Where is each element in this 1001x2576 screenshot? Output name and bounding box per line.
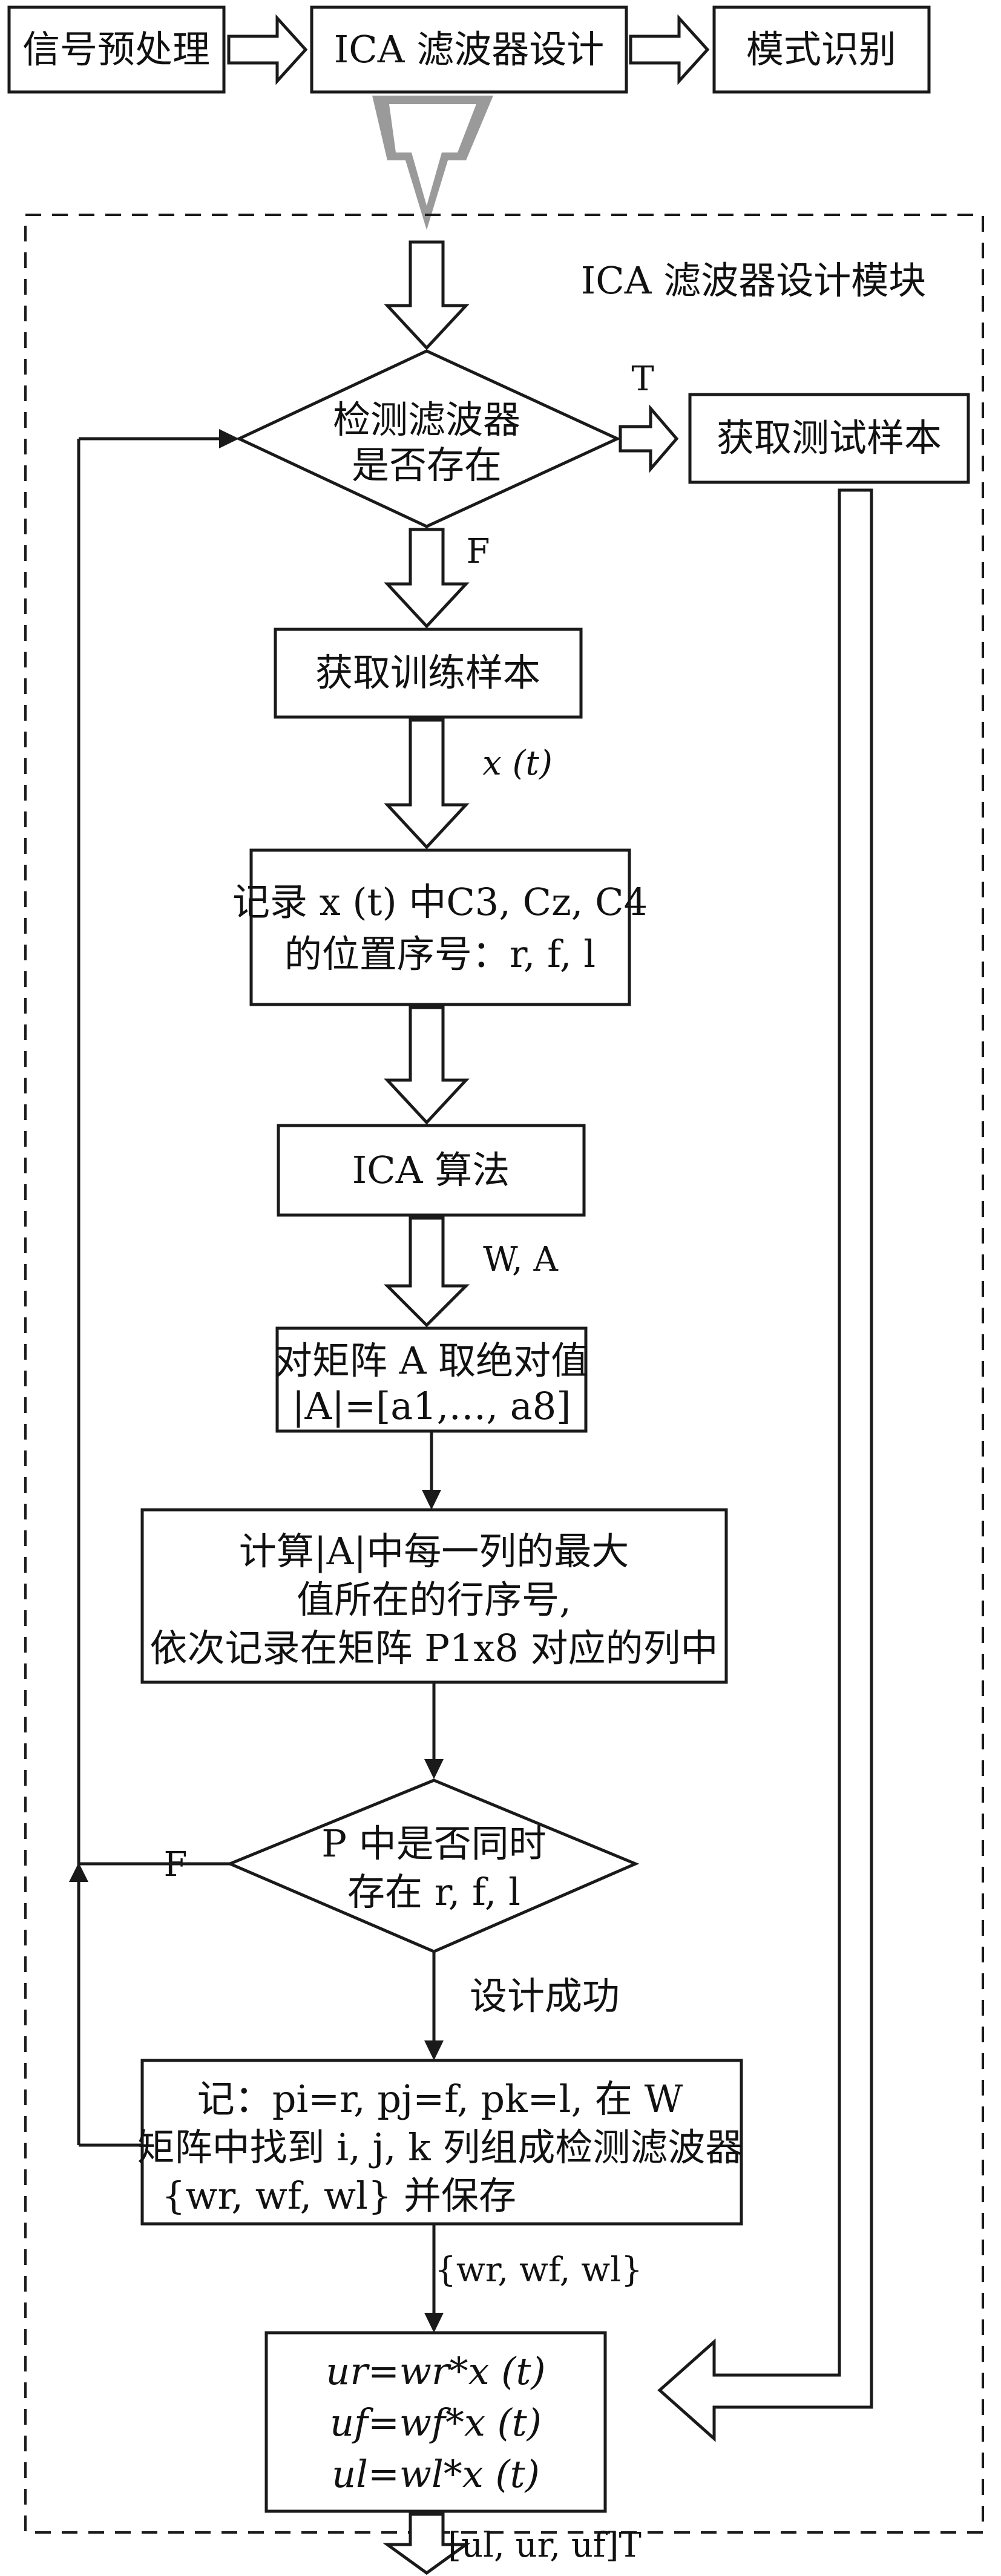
preprocess-box	[7, 5, 226, 94]
arrow-record-to-ica	[384, 1006, 470, 1125]
test-sample-label: 获取测试样本	[717, 416, 942, 460]
record-position-line2: 的位置序号：r, f, l	[284, 932, 596, 976]
filter-output-box	[264, 2331, 607, 2513]
train-sample-label: 获取训练样本	[315, 651, 540, 695]
ica-algorithm-box	[277, 1124, 586, 1217]
design-success-label: 设计成功	[470, 1974, 620, 2018]
branch-true-label: T	[631, 359, 654, 399]
arrow-preprocess-to-design	[227, 14, 308, 85]
arrow-detect-to-train	[384, 528, 470, 629]
filter-output-line1: ur=wr*x (t)	[326, 2349, 545, 2393]
arrow-final-output	[382, 2512, 471, 2575]
check-rfl-line2: 存在 r, f, l	[347, 1870, 520, 1914]
arrowhead-abs-to-compute	[422, 1490, 441, 1510]
compute-max-line1: 计算|A|中每一列的最大	[239, 1529, 629, 1573]
arrow-detect-to-test	[619, 404, 679, 473]
abs-matrix-line2: |A|=[a1,…, a8]	[292, 1384, 571, 1428]
final-output-label: [ul, ur, uf]T	[448, 2526, 642, 2565]
detect-filter-line2: 是否存在	[352, 443, 502, 487]
record-position-line1: 记录 x (t) 中C3, Cz, C4	[232, 880, 648, 924]
module-title: ICA 滤波器设计模块	[581, 258, 926, 303]
check-rfl-line1: P 中是否同时	[321, 1821, 546, 1866]
module-frame	[24, 214, 984, 2534]
arrow-design-to-recognition	[629, 14, 710, 85]
abs-matrix-line1: 对矩阵 A 取绝对值	[275, 1339, 588, 1383]
arrow-train-to-record	[384, 718, 470, 850]
compute-max-line3: 依次记录在矩阵 P1x8 对应的列中	[150, 1626, 718, 1670]
train-sample-box	[274, 628, 583, 719]
arrowhead-loop-to-detect	[219, 429, 239, 448]
ica-design-label: ICA 滤波器设计	[334, 27, 604, 71]
save-filter-line1: 记：pi=r, pj=f, pk=l, 在 W	[197, 2077, 683, 2121]
preprocess-label: 信号预处理	[22, 27, 210, 71]
filter-output-line2: uf=wf*x (t)	[330, 2401, 542, 2445]
expand-funnel-inner	[389, 104, 476, 206]
detect-filter-diamond	[235, 349, 621, 528]
arrow-into-detect	[384, 240, 470, 350]
save-filter-box	[140, 2059, 743, 2226]
ica-design-box	[310, 5, 628, 94]
arrowhead-compute-to-check	[424, 1759, 444, 1779]
pattern-recognition-box	[712, 5, 931, 94]
save-filter-line2: 矩阵中找到 i, j, k 列组成检测滤波器	[137, 2125, 743, 2169]
detect-filter-line1: 检测滤波器	[333, 398, 520, 442]
filter-weights-label: {wr, wf, wl}	[435, 2250, 643, 2290]
arrowhead-check-to-save	[424, 2040, 444, 2060]
test-sample-pipe	[657, 488, 873, 2442]
filter-output-line3: ul=wl*x (t)	[332, 2452, 540, 2496]
pattern-recognition-label: 模式识别	[746, 27, 896, 71]
record-position-box	[249, 848, 631, 1006]
ica-algorithm-label: ICA 算法	[352, 1148, 510, 1192]
arrowhead-loop-up	[69, 1863, 88, 1882]
compute-max-line2: 值所在的行序号,	[297, 1578, 571, 1622]
signal-xt-label: x (t)	[482, 744, 553, 783]
test-sample-box	[688, 393, 970, 484]
matrix-wa-label: W, A	[483, 1240, 558, 1279]
check-rfl-diamond	[226, 1778, 640, 1953]
arrowhead-save-to-output	[424, 2313, 444, 2333]
compute-max-box	[140, 1508, 728, 1684]
branch-false-label: F	[467, 532, 490, 571]
arrow-ica-to-abs	[383, 1216, 470, 1328]
save-filter-line3: {wr, wf, wl} 并保存	[162, 2174, 516, 2218]
